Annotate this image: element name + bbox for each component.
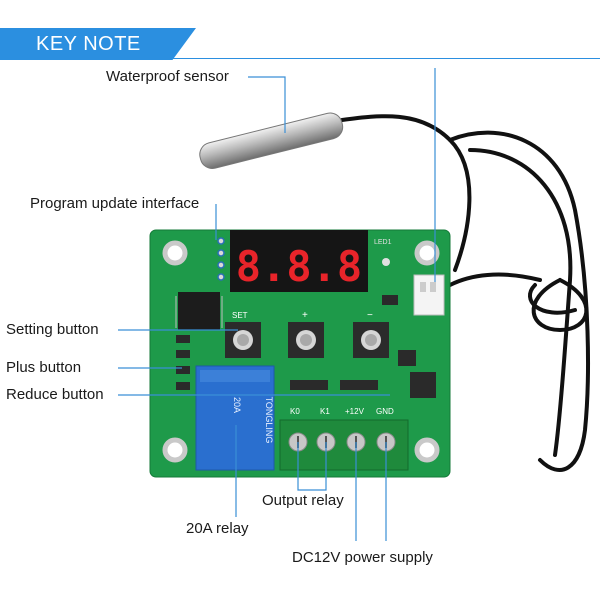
mounting-hole xyxy=(414,240,440,266)
gnd-silk-label: GND xyxy=(376,407,394,416)
plus-silk-label: + xyxy=(302,310,308,321)
smd-capacitor xyxy=(176,350,190,358)
mounting-hole xyxy=(162,240,188,266)
label-setting-button: Setting button xyxy=(6,321,99,338)
terminal-block xyxy=(279,419,409,471)
header-divider xyxy=(0,58,600,59)
minus-button[interactable] xyxy=(353,322,389,358)
microcontroller-chip xyxy=(178,292,220,330)
led-display xyxy=(230,230,368,292)
relay-rating-text: 20A xyxy=(232,397,242,413)
k1-silk-label: K1 xyxy=(320,407,330,416)
header-tab xyxy=(0,28,196,60)
smd-capacitor xyxy=(176,335,190,343)
label-reduce-button: Reduce button xyxy=(6,386,104,403)
set-button[interactable] xyxy=(225,322,261,358)
v12-silk-label: +12V xyxy=(345,407,365,416)
waterproof-sensor-probe xyxy=(199,112,344,169)
callout-lines xyxy=(118,68,436,541)
sensor-connector xyxy=(413,274,445,316)
callout-output-relay xyxy=(297,442,327,491)
pcb-board: 8.8.8 LED1 SET + − xyxy=(149,229,451,478)
label-program-update-interface: Program update interface xyxy=(30,195,200,212)
header-title: KEY NOTE xyxy=(36,33,141,55)
callout-waterproof-sensor xyxy=(248,76,286,133)
smd-capacitor xyxy=(176,366,190,374)
plus-button[interactable] xyxy=(288,322,324,358)
label-plus-button: Plus button xyxy=(6,359,82,376)
label-output-relay: Output relay xyxy=(262,492,344,509)
label-20a-relay: 20A relay xyxy=(186,520,249,537)
smd-capacitor xyxy=(176,382,190,390)
minus-silk-label: − xyxy=(367,310,373,321)
diode xyxy=(290,380,328,390)
status-led xyxy=(382,258,390,266)
mounting-hole xyxy=(162,437,188,463)
program-update-pads xyxy=(217,237,225,281)
transistor xyxy=(398,350,416,366)
k0-silk-label: K0 xyxy=(290,407,300,416)
relay-brand-text: TONGLING xyxy=(264,397,274,444)
label-waterproof-sensor: Waterproof sensor xyxy=(106,68,229,85)
mounting-hole xyxy=(414,437,440,463)
display-digits: 8.8.8 xyxy=(236,242,362,291)
relay-20a: TONGLING 20A xyxy=(195,365,275,471)
label-dc12v-power-supply: DC12V power supply xyxy=(292,549,433,566)
smd-resistor xyxy=(382,295,398,305)
diode xyxy=(340,380,378,390)
led-silk-label: LED1 xyxy=(374,239,392,246)
set-silk-label: SET xyxy=(232,311,248,320)
voltage-regulator xyxy=(410,372,436,398)
